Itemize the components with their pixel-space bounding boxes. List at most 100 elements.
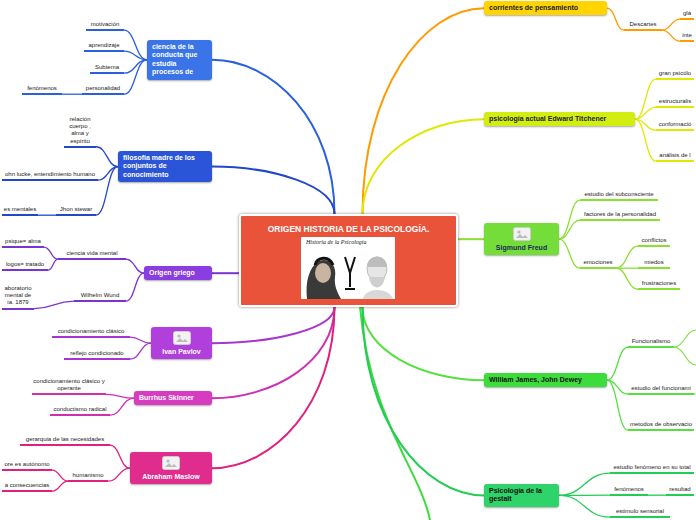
topic-label: reflejo condicionado (65, 350, 129, 357)
branch-connector (130, 337, 151, 343)
topic-label: Origen griego (149, 269, 207, 277)
topic-label: metodos de observacio (629, 421, 693, 428)
branch-connector (635, 79, 656, 119)
subtopic-text: conductismo radical (50, 406, 110, 416)
topic-label: conflictos (639, 237, 669, 244)
subtopic-text: estudio del funcionami (628, 385, 694, 395)
branch-connector (212, 307, 335, 343)
offscreen-branch (694, 393, 696, 394)
branch-connector (635, 119, 656, 161)
branch-connector (363, 8, 485, 214)
topic-label: Abraham Maslow (135, 473, 207, 481)
topic-label: conductismo radical (51, 406, 109, 413)
image-icon (173, 331, 191, 345)
branch-connector (38, 215, 56, 216)
topic-label: Ivan Pavlov (156, 348, 207, 356)
illustration-title: Historia de la Psicología (305, 239, 368, 245)
offscreen-branch (674, 347, 696, 365)
image-icon (513, 227, 531, 241)
topic-label: es mentales (3, 206, 37, 213)
offscreen-branch (674, 330, 696, 347)
history-illustration (301, 237, 395, 299)
subtopic-text: condicionamiento clásico y operante (32, 378, 106, 395)
branch-connector (363, 307, 485, 380)
topic-label: aboratorio mental de ia. 1879 (3, 285, 33, 307)
branch-connector (616, 268, 638, 289)
topic-label: Wilhelm Wund (75, 292, 125, 299)
topic-label: Descartes (625, 21, 661, 28)
topic-label: conformació (657, 121, 693, 128)
topic-label: estructuralis (657, 98, 693, 105)
branch-connector (52, 481, 68, 491)
topic-label: gerarquia de las necesidades (21, 436, 109, 443)
branch-box: Abraham Maslow (130, 452, 212, 484)
subtopic-text: glá (680, 10, 694, 20)
topic-label: inte (681, 32, 693, 39)
subtopic-text: metodos de observacio (628, 421, 694, 431)
topic-label: William James, John Dewey (489, 376, 602, 384)
subtopic-text: inte (680, 32, 694, 42)
topic-label: ore es autónomo (3, 461, 51, 468)
branch-connector (559, 200, 580, 239)
offscreen-branch (360, 307, 430, 520)
subtopic-text: conflictos (638, 237, 670, 247)
subtopic-text: relación cuerpo , alma y espíritu (64, 116, 96, 148)
topic-label: relación cuerpo , alma y espíritu (65, 116, 95, 145)
branch-connector (648, 495, 666, 496)
branch-connector (96, 147, 118, 167)
subtopic-text: personalidad (82, 85, 124, 95)
branch-connector (108, 468, 130, 481)
subtopic-text: humanismo (68, 472, 108, 482)
subtopic-text: es mentales (2, 206, 38, 216)
branch-box: Sigmund Freud (484, 223, 559, 255)
subtopic-text: aprendizaje (84, 42, 124, 52)
subtopic-text: aboratorio mental de ia. 1879 (2, 285, 34, 310)
branch-box: Ivan Pavlov (151, 327, 212, 359)
topic-label: resultad (667, 486, 693, 493)
branch-connector (110, 398, 134, 415)
branch-connector (124, 51, 147, 60)
branch-connector (607, 380, 628, 430)
subtopic-text: Jhon stewar (56, 206, 96, 216)
subtopic-text: logos= tratado (2, 261, 48, 271)
branch-connector (363, 307, 485, 495)
branch-connector (458, 238, 484, 240)
branch-connector (212, 60, 335, 214)
branch-connector (212, 272, 239, 274)
branch-connector (559, 473, 610, 495)
branch-box: psicología actual Edward Titchener (484, 112, 635, 126)
topic-label: estudio del funcionami (629, 385, 693, 392)
topic-label: emociones (581, 259, 615, 266)
topic-label: Funcionalismo (629, 338, 673, 345)
subtopic-text: Descartes (624, 21, 662, 31)
branch-connector (96, 167, 118, 216)
branch-connector (635, 107, 656, 119)
branch-box: filosofía madre de los conjuntos de cono… (118, 151, 212, 182)
subtopic-text: condicionamiento clásico (52, 328, 130, 338)
topic-label: Burrhus Skinner (139, 394, 207, 402)
subtopic-text: estudio fenómeno en su total (610, 464, 694, 474)
branch-connector (106, 394, 134, 398)
branch-connector (34, 301, 74, 308)
topic-label: corrientes de pensamiento (489, 4, 602, 12)
topic-label: ohn lucke, entendimiento humano (3, 171, 97, 178)
subtopic-text: estimulo sensorial (610, 508, 670, 518)
subtopic-text: ciencia vida mental (58, 250, 126, 260)
topic-label: análisis de l (657, 152, 693, 159)
subtopic-text: gerarquia de las necesidades (20, 436, 110, 446)
subtopic-text: Subtema (90, 64, 124, 74)
branch-connector (44, 247, 58, 259)
topic-label: frustraciones (639, 280, 679, 287)
topic-label: Sigmund Freud (489, 244, 554, 252)
topic-label: ciencia vida mental (59, 250, 125, 257)
topic-label: factores de la personalidad (581, 211, 659, 218)
branch-connector (662, 19, 680, 30)
branch-connector (110, 445, 130, 468)
topic-label: estudio fenómeno en su total (611, 464, 693, 471)
branch-connector (52, 470, 68, 481)
topic-label: condicionamiento clásico y operante (33, 378, 105, 392)
topic-label: estimulo sensorial (611, 508, 669, 515)
branch-connector (662, 30, 680, 41)
subtopic-text: gran psicólo (656, 70, 694, 80)
